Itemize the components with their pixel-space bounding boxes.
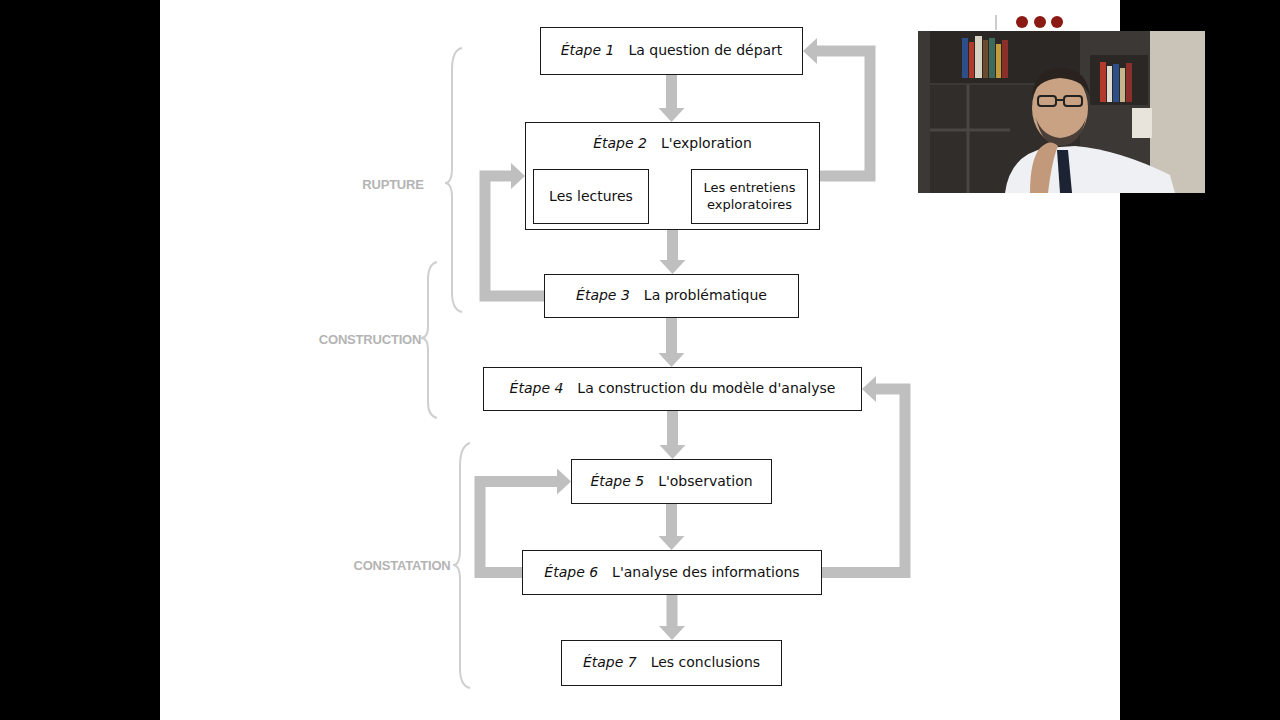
webcam-feed (918, 31, 1205, 193)
box-label: Étape 2 L'exploration (526, 135, 819, 151)
box-label: Les lectures (549, 188, 633, 206)
box-label: Étape 3 La problématique (576, 287, 767, 305)
step-title: L'observation (658, 473, 752, 489)
step-box: Étape 4 La construction du modèle d'analy… (483, 367, 862, 411)
step-title: L'exploration (661, 135, 752, 151)
box-label: Étape 5 L'observation (590, 473, 752, 491)
group-box: Étape 2 L'explorationLes lectures Les entr… (525, 122, 820, 230)
step-number: Étape 1 (561, 42, 615, 58)
flow-arrow (660, 230, 686, 274)
step-box: Les lectures (533, 169, 649, 224)
box-label: Étape 6 L'analyse des informations (544, 564, 799, 582)
flow-arrow (659, 318, 685, 367)
step-number: Étape 4 (510, 380, 564, 396)
phase-label: RUPTURE (362, 177, 423, 192)
box-text: Les entretiens exploratoires (703, 180, 795, 211)
flow-arrow (659, 504, 685, 550)
step-title: La problématique (644, 287, 767, 303)
flow-arrow (659, 595, 685, 640)
step-number: Étape 3 (576, 287, 630, 303)
box-text: Les lectures (549, 188, 633, 204)
step-box: Les entretiens exploratoires (691, 169, 808, 224)
flow-arrow (659, 75, 685, 122)
step-box: Étape 5 L'observation (571, 459, 772, 504)
step-box: Étape 7 Les conclusions (561, 640, 782, 686)
step-title: L'analyse des informations (612, 564, 800, 580)
phase-label: CONSTRUCTION (319, 332, 421, 347)
box-label: Étape 7 Les conclusions (583, 654, 760, 672)
step-number: Étape 7 (583, 654, 637, 670)
phase-label: CONSTATATION (353, 558, 450, 573)
flow-arrow (660, 411, 686, 459)
step-box: Étape 3 La problématique (544, 274, 799, 318)
step-title: La question de départ (628, 42, 782, 58)
box-label: Étape 4 La construction du modèle d'analy… (510, 380, 836, 398)
step-number: Étape 5 (590, 473, 644, 489)
box-label: Les entretiens exploratoires (696, 180, 803, 213)
step-box: Étape 1 La question de départ (540, 27, 803, 75)
step-box: Étape 6 L'analyse des informations (522, 550, 822, 595)
box-label: Étape 1 La question de départ (561, 42, 783, 60)
step-title: Les conclusions (651, 654, 760, 670)
step-number: Étape 6 (544, 564, 598, 580)
step-title: La construction du modèle d'analyse (577, 380, 835, 396)
step-number: Étape 2 (593, 135, 647, 151)
